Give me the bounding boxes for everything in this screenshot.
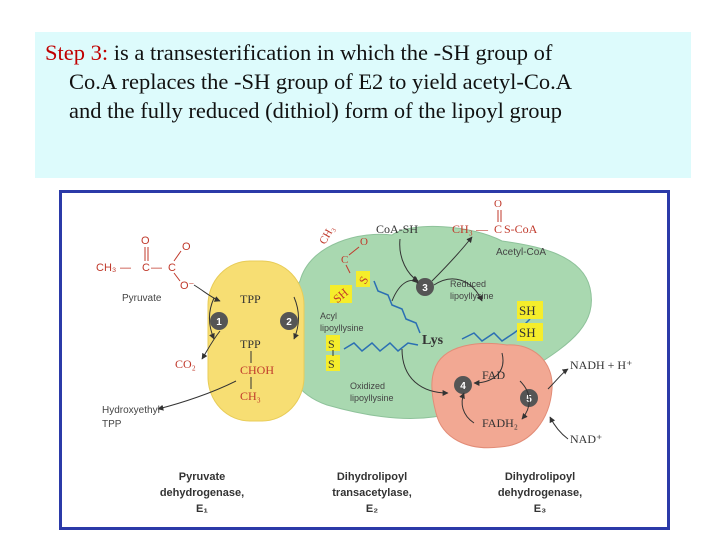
- arrow-oxidized-to-e3: [401, 348, 449, 396]
- ch3-label: CH₃: [240, 389, 261, 403]
- description-line-1: Step 3: is a transesterification in whic…: [45, 38, 683, 67]
- reduced-label-2: lipoyllysine: [450, 291, 494, 301]
- s-lower: S: [328, 357, 335, 371]
- arrow-pyruvate-in: [193, 284, 221, 302]
- s-upper-highlight: [326, 335, 340, 351]
- sh-top-highlight: [517, 301, 543, 319]
- pyruvate-label: Pyruvate: [122, 293, 162, 304]
- arrow-step2: [293, 296, 299, 340]
- sh-e2-highlight: [330, 285, 352, 303]
- arrow-co2-out: [201, 330, 221, 360]
- coa-sh-label: CoA-SH: [376, 222, 418, 236]
- arrow-reduced-to-e3: [473, 352, 504, 386]
- acyl-s-highlight: [356, 271, 370, 287]
- step-4-number: 4: [460, 381, 466, 392]
- pyruvate-bond-3: [173, 250, 182, 262]
- acetyl-coa-label: Acetyl-CoA: [496, 247, 546, 258]
- step-3-circle: [416, 278, 434, 296]
- description-line-2: Co.A replaces the -SH group of E2 to yie…: [69, 69, 573, 94]
- step-1-number: 1: [216, 317, 222, 328]
- pyruvate-dash-2: —: [151, 262, 162, 274]
- nad-label: NAD⁺: [570, 432, 602, 446]
- e2-label-1: Dihydrolipoyl: [337, 471, 407, 483]
- arrow-step1: [209, 297, 215, 340]
- e1-enzyme-blob: [207, 260, 305, 422]
- pyruvate-ch3: CH₃: [96, 262, 116, 274]
- e1-label-3: E₁: [196, 503, 208, 515]
- e2-label-3: E₂: [366, 503, 378, 515]
- step-1-circle: [210, 312, 228, 330]
- e3-enzyme-blob: [431, 342, 553, 449]
- arrow-nad-in: [549, 416, 569, 440]
- sh-top: SH: [519, 303, 536, 318]
- acetyl-dash: —: [475, 222, 489, 236]
- step-label: Step 3:: [45, 40, 109, 65]
- pyruvate-o-1: O: [141, 235, 150, 247]
- arrow-nadh-out: [547, 368, 569, 390]
- e1-label-1: Pyruvate: [179, 471, 225, 483]
- nadh-label: NADH + H⁺: [570, 358, 632, 372]
- oxidized-label-1: Oxidized: [350, 381, 385, 391]
- acetyl-o: O: [494, 198, 502, 210]
- acyl-bond-2: [345, 264, 351, 274]
- acyl-lipoyl-arm: [373, 280, 421, 334]
- acetyl-c: C: [494, 222, 502, 236]
- arrow-hydroxyethyl: [157, 380, 237, 411]
- tpp-top: TPP: [240, 292, 261, 306]
- oxidized-label-2: lipoyllysine: [350, 393, 394, 403]
- arrow-step4: [459, 392, 475, 424]
- step-4-circle: [454, 376, 472, 394]
- acyl-bond-1: [348, 246, 360, 256]
- fadh2-label: FADH₂: [482, 416, 518, 430]
- s-lower-highlight: [326, 355, 340, 371]
- s-upper: S: [328, 337, 335, 351]
- acyl-ch3: CH₃: [317, 224, 337, 247]
- pyruvate-o-minus: O⁻: [180, 280, 195, 292]
- pdh-complex-diagram: CH₃ — C — C O O O⁻ Pyruvate CO₂ Hydroxye…: [59, 190, 670, 530]
- step-2-number: 2: [286, 317, 292, 328]
- e3-label-1: Dihydrolipoyl: [505, 471, 575, 483]
- arrow-acetyl-coa-out: [431, 236, 473, 282]
- arrow-step3-to-reduced: [433, 278, 483, 302]
- pyruvate-c1: C: [142, 262, 150, 274]
- e3-label-3: E₃: [534, 503, 546, 515]
- e2-label-2: transacetylase,: [332, 487, 412, 499]
- arrow-coa-sh-in: [399, 238, 419, 282]
- sh-bottom-highlight: [517, 323, 543, 341]
- pyruvate-c2: C: [168, 262, 176, 274]
- e3-label-2: dehydrogenase,: [498, 487, 582, 499]
- acetyl-ch3: CH₃: [452, 222, 473, 236]
- fad-label: FAD: [482, 368, 505, 382]
- oxidized-lipoyl-arm: [343, 341, 419, 353]
- description-box: Step 3: is a transesterification in whic…: [35, 32, 691, 178]
- tpp-bottom: TPP: [240, 337, 261, 351]
- choh-label: CHOH: [240, 363, 274, 377]
- pyruvate-dash-1: —: [120, 262, 131, 274]
- diagram-canvas: CH₃ — C — C O O O⁻ Pyruvate CO₂ Hydroxye…: [96, 198, 632, 515]
- acetyl-scoa: S-CoA: [504, 222, 538, 236]
- pyruvate-o-2: O: [182, 241, 191, 253]
- lys-label: Lys: [422, 333, 444, 348]
- step-3-number: 3: [422, 283, 428, 294]
- acyl-c: C: [341, 254, 348, 266]
- arrow-acyl-to-step3: [391, 277, 419, 302]
- acyl-lipoyl-label-2: lipoyllysine: [320, 323, 364, 333]
- step-2-circle: [280, 312, 298, 330]
- sh-bottom: SH: [519, 325, 536, 340]
- e1-label-2: dehydrogenase,: [160, 487, 244, 499]
- description-text-1: is a transesterification in which the -S…: [108, 40, 553, 65]
- arrow-step5: [519, 380, 530, 420]
- hydroxyethyl-label-2: TPP: [102, 419, 122, 430]
- hydroxyethyl-label-1: Hydroxyethyl: [102, 405, 160, 416]
- acyl-o: O: [360, 236, 368, 248]
- co2-label: CO₂: [175, 357, 196, 371]
- pyruvate-bond-4: [173, 272, 181, 282]
- description-line-3: and the fully reduced (dithiol) form of …: [69, 98, 563, 123]
- acyl-lipoyl-label-1: Acyl: [320, 311, 337, 321]
